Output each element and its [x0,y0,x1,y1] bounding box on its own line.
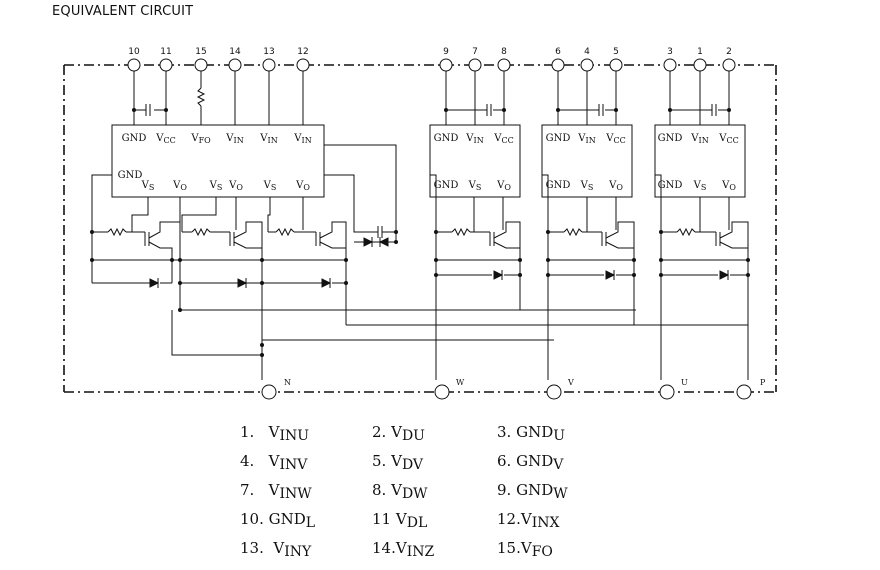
chip-pin-label: VO [228,180,243,192]
legend-item: 5. VDV [372,452,424,473]
legend-item: 1. VINU [240,423,310,444]
pin-numbers: 10 11 15 14 13 12 9 7 8 6 4 5 3 1 2 [128,47,732,57]
diodes [149,237,730,288]
chip-pin-label: VCC [155,133,175,145]
chip-pin-label: VIN [259,133,277,145]
legend-item: 15.VFO [497,539,553,560]
chip-pin-label: VS [141,180,155,192]
pin-number: 8 [501,47,507,57]
chip-pin-label: GND [122,133,147,144]
terminal-label: P [760,378,766,387]
chip-pin-label: VFO [190,133,211,145]
chip-pin-label: VCC [718,133,738,145]
terminal-label: V [567,378,574,387]
chip-pin-label: VS [263,180,277,192]
pin-number: 11 [160,47,171,57]
pin-number: 15 [195,47,206,57]
module-boundary [63,64,777,393]
top-pin-circles [127,58,736,72]
pin-number: 13 [263,47,274,57]
chip-pin-label: VIN [577,133,595,145]
legend-item: 11 VDL [372,510,428,531]
chip-pin-label: VIN [465,133,483,145]
chip-pin-label: GND [658,133,683,144]
chip-pin-label: VS [468,180,482,192]
chip-v [541,124,633,198]
legend-item: 12.VINX [497,510,560,531]
chip-pin-label: VO [608,180,623,192]
terminal-label: N [284,378,291,387]
chip-pin-label: VIN [225,133,243,145]
chip-outlines [111,124,746,198]
chip-pin-label: GND [546,133,571,144]
power-stage-wiring [91,144,749,380]
legend-item: 14.VINZ [372,539,435,560]
chip-pin-label: GND [118,170,143,181]
chip-left-labels: GND VCC VFO VIN VIN VIN GND VS VO VS VO … [118,133,312,192]
chip-pin-label: VO [172,180,187,192]
pin-number: 2 [726,47,732,57]
chip-pin-label: GND [546,180,571,191]
chip-pin-label: GND [658,180,683,191]
terminal-label: W [456,378,465,387]
legend-item: 13. VINY [240,539,312,560]
pin-number: 10 [128,47,140,57]
pin-number: 1 [697,47,703,57]
legend-item: 10. GNDL [240,510,316,531]
pin-number: 7 [472,47,478,57]
legend-item: 3. GNDU [497,423,566,444]
legend-item: 2. VDU [372,423,425,444]
equivalent-circuit-diagram: 10 11 15 14 13 12 9 7 8 6 4 5 3 1 2 GND … [63,47,777,400]
chip-pin-label: GND [434,180,459,191]
legend-item: 8. VDW [372,481,428,502]
pin-number: 14 [229,47,241,57]
page-title: EQUIVALENT CIRCUIT [52,4,194,19]
chip-u-labels: GND VIN VCC GND VS VO [658,133,739,192]
terminal-label: U [681,378,688,387]
chip-pin-label: VS [580,180,594,192]
chip-pin-label: VCC [605,133,625,145]
legend-item: 4. VINV [240,452,308,473]
bottom-terminal-labels: N W V U P [284,378,766,387]
chip-pin-label: VIN [293,133,311,145]
chip-pin-label: VIN [690,133,708,145]
chip-w [429,124,521,198]
chip-pin-label: VO [496,180,511,192]
pin-number: 12 [297,47,308,57]
chip-pin-label: VS [693,180,707,192]
chip-pin-label: VO [721,180,736,192]
chip-left [111,124,325,198]
chip-pin-label: VS [209,180,223,192]
legend-item: 6. GNDV [497,452,564,473]
junction-dots [90,108,750,357]
chip-pin-label: GND [434,133,459,144]
pin-number: 3 [667,47,673,57]
pin-number: 6 [555,47,561,57]
chip-w-labels: GND VIN VCC GND VS VO [434,133,514,192]
chip-pin-label: VCC [493,133,513,145]
bottom-terminal-circles [261,384,752,400]
legend-item: 9. GNDW [497,481,568,502]
chip-pin-label: VO [295,180,310,192]
pin-number: 5 [613,47,619,57]
chip-v-labels: GND VIN VCC GND VS VO [546,133,626,192]
pin-number: 9 [443,47,449,57]
legend-item: 7. VINW [240,481,312,502]
pin-wires [133,71,730,125]
pin-number: 4 [584,47,590,57]
chip-u [654,124,746,198]
